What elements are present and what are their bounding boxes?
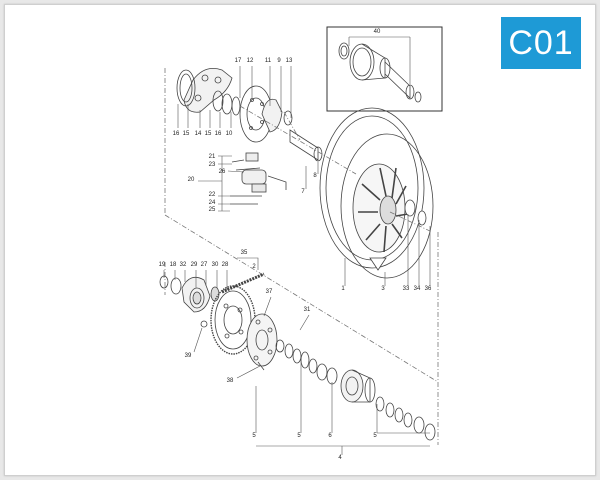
callout-label-c18: 18 [170, 262, 177, 268]
caliper-bracket [176, 67, 233, 113]
callout-label-c15b: 15 [205, 131, 212, 137]
callout-label-c7: 7 [301, 189, 305, 195]
callout-label-c26: 26 [219, 169, 226, 175]
callout-label-c24: 24 [209, 200, 216, 206]
callout-label-c30: 30 [212, 262, 219, 268]
callout-label-c28: 28 [222, 262, 229, 268]
callout-label-c27: 27 [201, 262, 208, 268]
callout-label-c29: 29 [191, 262, 198, 268]
drive-chain [221, 272, 265, 294]
callout-label-c34: 34 [414, 286, 421, 292]
callout-label-c2: 2 [252, 264, 256, 270]
callout-label-c21: 21 [209, 154, 216, 160]
callout-label-c16b: 16 [215, 131, 222, 137]
callout-label-c35: 35 [241, 250, 248, 256]
callout-label-c31: 31 [304, 307, 311, 313]
callout-label-c17: 17 [235, 58, 242, 64]
rear-axle-lower [275, 339, 436, 441]
callout-label-c16a: 16 [173, 131, 180, 137]
callout-label-c22: 22 [209, 192, 216, 198]
callout-label-c15a: 15 [183, 131, 190, 137]
callout-label-c38: 38 [227, 378, 234, 384]
callout-label-c5a: 5 [252, 433, 256, 439]
sprocket-carrier [159, 275, 220, 328]
callout-label-c36a: 36 [425, 286, 432, 292]
figure-code-badge: C01 [501, 17, 581, 69]
callout-label-c12: 12 [247, 58, 254, 64]
cush-drive-flange [246, 313, 278, 371]
callout-label-c4: 4 [338, 455, 342, 461]
callout-label-c6: 6 [328, 433, 332, 439]
callout-label-c37: 37 [266, 289, 273, 295]
callout-label-c9: 9 [277, 58, 281, 64]
leader-lines [163, 36, 431, 455]
callout-label-c5b: 5 [297, 433, 301, 439]
callout-label-c10: 10 [226, 131, 233, 137]
callout-label-c5c: 5 [373, 433, 377, 439]
callout-label-c32: 32 [180, 262, 187, 268]
callout-label-c25: 25 [209, 207, 216, 213]
inset-axle-assembly [338, 42, 422, 103]
rear-wheel [319, 107, 434, 279]
callout-label-c40: 40 [374, 29, 381, 35]
callout-label-c8: 8 [313, 173, 317, 179]
callout-label-c3: 3 [381, 286, 385, 292]
alignment-lines [164, 68, 439, 445]
callout-label-c14: 14 [195, 131, 202, 137]
inset-box [326, 26, 443, 112]
callout-label-c13: 13 [286, 58, 293, 64]
callout-label-c11: 11 [265, 58, 272, 64]
callout-label-c23: 23 [209, 162, 216, 168]
caliper-group [230, 152, 287, 205]
callout-label-c1: 1 [341, 286, 345, 292]
hub-flange-top [261, 98, 323, 162]
callout-label-c20: 20 [188, 177, 195, 183]
diagram-frame [4, 4, 596, 476]
callout-label-c33: 33 [403, 286, 410, 292]
callout-label-c39: 39 [185, 353, 192, 359]
callout-label-c19: 19 [159, 262, 166, 268]
